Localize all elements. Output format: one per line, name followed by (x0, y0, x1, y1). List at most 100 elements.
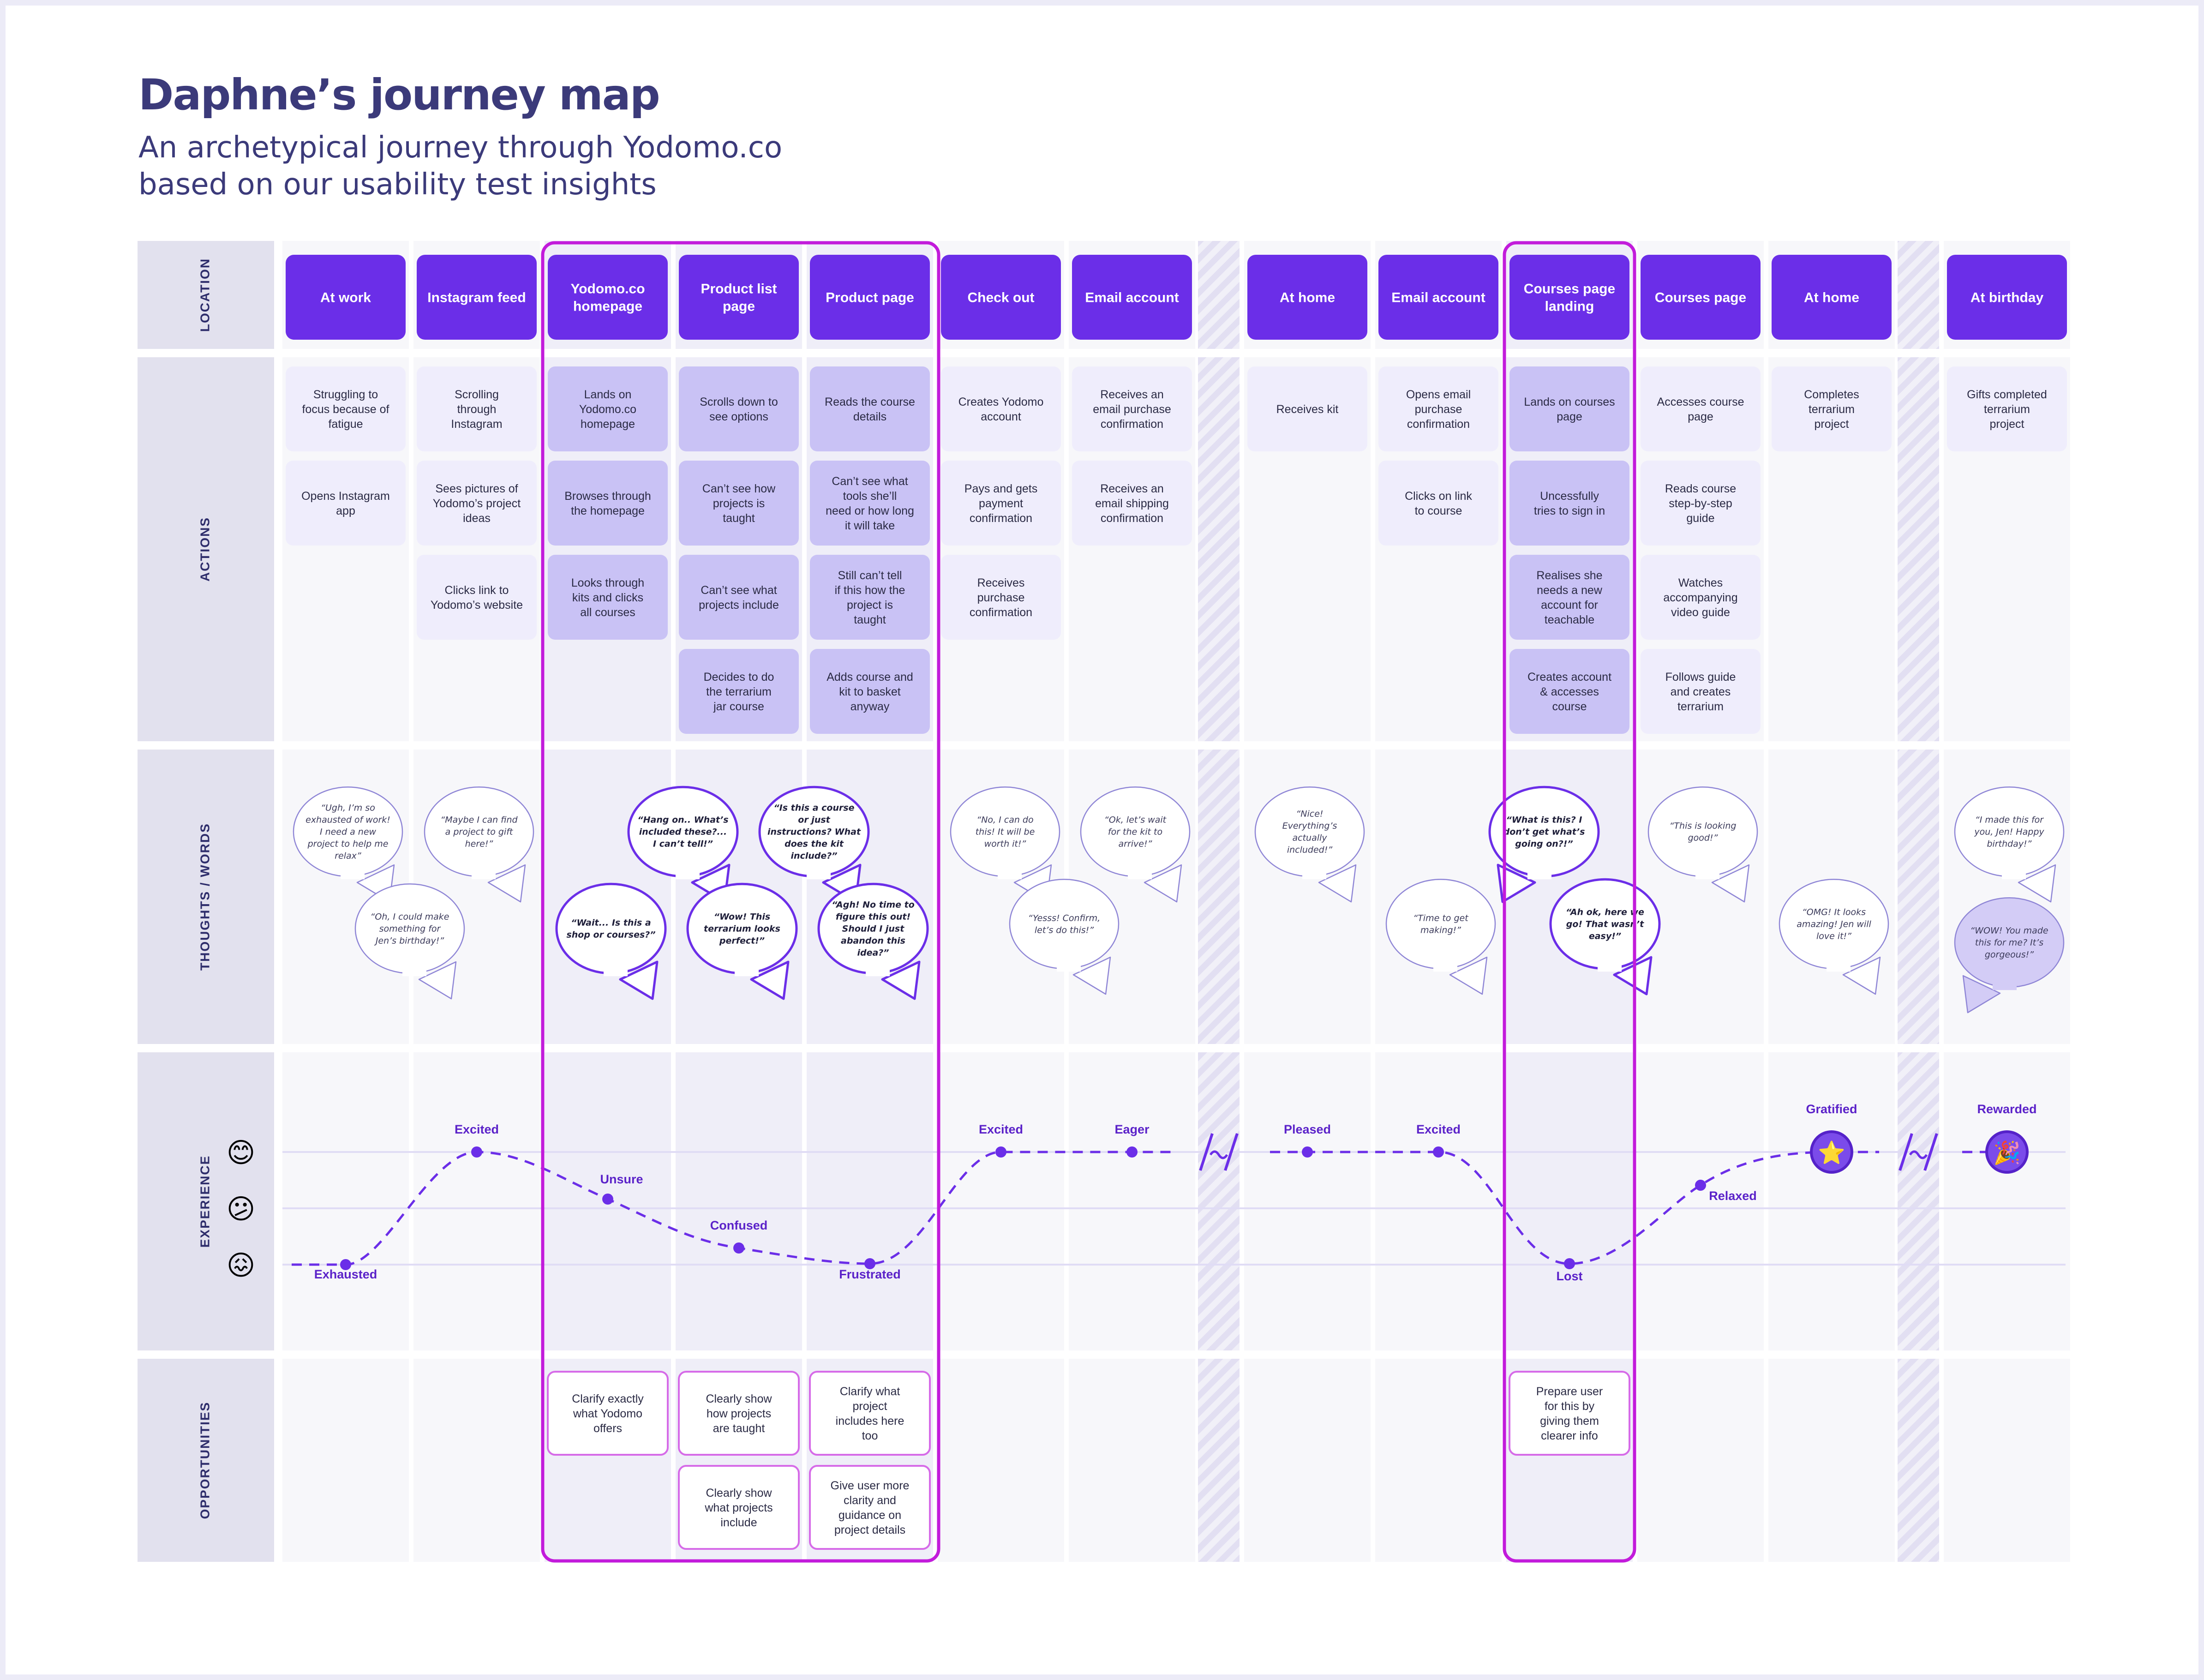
text-line: Completes (1804, 388, 1859, 401)
text-line: email shipping (1095, 497, 1169, 510)
text-line: Looks through (571, 576, 644, 589)
text-line: you, Jen! Happy (1974, 827, 2044, 837)
action-text: Receives kit (1276, 403, 1339, 416)
row-label: LOCATION (198, 258, 212, 332)
text-line: homepage (573, 299, 642, 314)
action-card (548, 366, 668, 451)
text-line: At home (1804, 290, 1859, 306)
location-label: Check out (967, 290, 1034, 306)
text-line: app (336, 504, 355, 517)
highlight-frame (1503, 241, 1636, 1563)
emotion-label: Unsure (600, 1172, 643, 1186)
timeline-break-bg (1198, 1052, 1240, 1350)
text-line: guide (1686, 512, 1714, 525)
column-cell-bg (938, 1359, 1064, 1562)
highlight-frame (541, 241, 940, 1563)
experience-point (864, 1258, 875, 1269)
text-line: project to help me (307, 839, 389, 849)
text-line: clearer info (1541, 1429, 1598, 1442)
action-card (1378, 366, 1498, 451)
location-label: Email account (1085, 290, 1179, 306)
text-line: project details (834, 1524, 905, 1536)
text-line: payment (979, 497, 1023, 510)
action-card (1641, 555, 1761, 640)
column-cell-bg (413, 1052, 540, 1350)
speech-bubble-tail (1842, 956, 1881, 995)
text-line: Should I just (842, 924, 905, 934)
speech-bubble (1009, 878, 1120, 970)
text-line: landing (1545, 299, 1594, 314)
action-card (810, 649, 930, 734)
text-line: Everything’s (1282, 821, 1337, 831)
location-card (1772, 255, 1892, 340)
timeline-break-bg (1898, 357, 1939, 741)
text-line: or just (798, 815, 830, 825)
speech-bubble-tail (1613, 956, 1653, 996)
text-line: Prepare user (1536, 1385, 1603, 1398)
location-card (1072, 255, 1192, 340)
column-cell-bg (1944, 1359, 2070, 1562)
action-card (1641, 366, 1761, 451)
text-line: Reads course (1665, 482, 1736, 495)
speech-bubble-joint (676, 865, 700, 880)
column-cell-bg (1768, 1359, 1895, 1562)
emotion-label: Excited (1416, 1122, 1461, 1136)
text-line: Receives (977, 576, 1025, 589)
text-line: kit to basket (839, 685, 900, 698)
action-card (941, 461, 1061, 546)
text-line: Still can’t tell (838, 569, 902, 582)
text-line: account (981, 410, 1021, 423)
text-line: Decides to do (704, 671, 774, 684)
location-label: At work (320, 290, 371, 306)
text-line: Reads the course (825, 396, 915, 408)
text-line: project (852, 1400, 887, 1413)
text-line: the homepage (571, 504, 645, 517)
location-label: At home (1804, 290, 1859, 306)
speech-bubble-tail (1449, 956, 1488, 995)
text-line: “Ah ok, here we (1566, 907, 1644, 918)
location-card (810, 255, 930, 340)
action-card (1641, 461, 1761, 546)
row-label-bg (138, 1359, 274, 1562)
text-line: includes here (836, 1415, 904, 1428)
emotion-label: Rewarded (1977, 1102, 2036, 1116)
text-line: Adds course and (826, 671, 913, 684)
text-line: kits and clicks (572, 591, 643, 604)
location-label: Product page (826, 290, 914, 306)
location-label: Courses page (1655, 290, 1746, 306)
break-slash (1899, 1133, 1913, 1171)
text-line: fatigue (328, 418, 363, 431)
text-line: for the kit to (1108, 827, 1162, 837)
text-line: don’t get what’s (1503, 827, 1585, 837)
text-line: are taught (713, 1422, 765, 1435)
speech-bubble-tail (487, 864, 526, 903)
location-card (548, 255, 668, 340)
emotion-label: Gratified (1806, 1102, 1857, 1116)
text-line: “Oh, I could make (371, 912, 449, 922)
experience-point (995, 1146, 1006, 1158)
experience-point (1564, 1258, 1575, 1269)
text-line: something for (379, 924, 441, 934)
emotion-label: Excited (455, 1122, 499, 1136)
text-line: Receives kit (1276, 403, 1339, 416)
speech-bubble-joint (1527, 865, 1551, 880)
text-line: Clearly show (706, 1392, 772, 1405)
text-line: arrive!” (1119, 839, 1152, 849)
text-line: Product page (826, 290, 914, 306)
